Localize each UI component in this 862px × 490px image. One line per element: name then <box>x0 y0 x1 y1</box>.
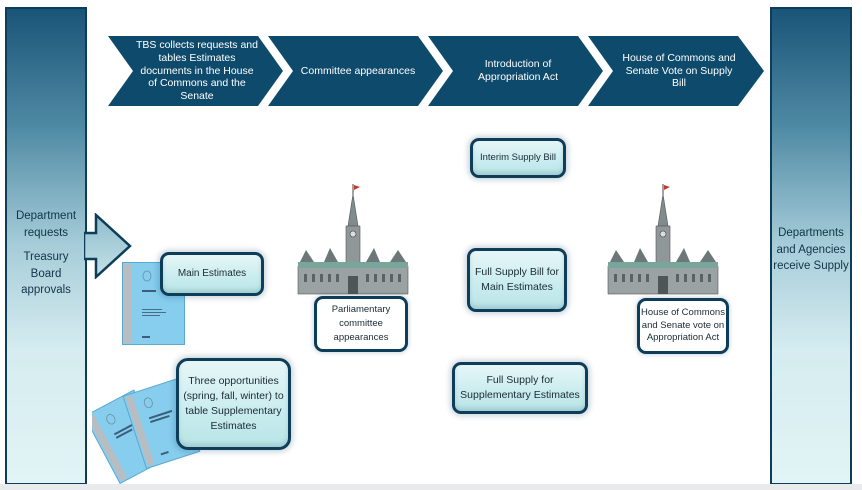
chevron-shape-icon <box>108 36 283 106</box>
chevron-shape-icon <box>588 36 764 106</box>
department-requests-column: Department requests Treasury Board appro… <box>5 7 87 485</box>
stage-label-2: Committee appearances <box>300 64 416 77</box>
parliamentary-committee-label: Parliamentary committee appearances <box>331 304 391 343</box>
bottom-strip <box>0 484 862 490</box>
parliamentary-committee-box: Parliamentary committee appearances <box>314 296 408 352</box>
supplementary-estimates-box: Three opportunities (spring, fall, winte… <box>176 358 291 450</box>
stage-label-3: Introduction of Appropriation Act <box>478 58 558 83</box>
parliament-building-icon <box>607 184 719 295</box>
interim-supply-box: Interim Supply Bill <box>470 138 566 178</box>
full-supply-main-box: Full Supply Bill for Main Estimates <box>467 248 567 312</box>
department-requests-label: Department requests <box>15 210 77 239</box>
treasury-board-approvals-label: Treasury Board approvals <box>21 251 71 297</box>
inflow-arrow-icon <box>84 213 132 279</box>
chevron-shape-icon <box>428 36 603 106</box>
stage-chevron-4: House of Commons and Senate Vote on Supp… <box>588 36 764 106</box>
stage-chevron-2: Committee appearances <box>268 36 443 106</box>
chevron-shape-icon <box>268 36 443 106</box>
full-supply-main-label: Full Supply Bill for Main Estimates <box>474 265 560 293</box>
house-senate-vote-label: House of Commons and Senate vote on Appr… <box>641 306 725 344</box>
full-supply-supplementary-box: Full Supply for Supplementary Estimates <box>452 362 588 414</box>
interim-supply-label: Interim Supply Bill <box>479 152 557 164</box>
receive-supply-label: Departments and Agencies receive Supply <box>773 227 849 273</box>
full-supply-supplementary-label: Full Supply for Supplementary Estimates <box>460 373 580 401</box>
stage-chevron-1: TBS collects requests and tables Estimat… <box>108 36 283 106</box>
stage-label-4: House of Commons and Senate Vote on Supp… <box>622 51 736 90</box>
receive-supply-column: Departments and Agencies receive Supply <box>770 7 852 485</box>
parliament-building-icon <box>297 184 409 295</box>
supplementary-estimates-label: Three opportunities (spring, fall, winte… <box>183 374 284 433</box>
house-senate-vote-box: House of Commons and Senate vote on Appr… <box>637 298 729 354</box>
stage-chevron-3: Introduction of Appropriation Act <box>428 36 603 106</box>
main-estimates-box: Main Estimates <box>160 252 264 296</box>
stage-label-1: TBS collects requests and tables Estimat… <box>136 39 258 103</box>
main-estimates-label: Main Estimates <box>177 267 247 279</box>
